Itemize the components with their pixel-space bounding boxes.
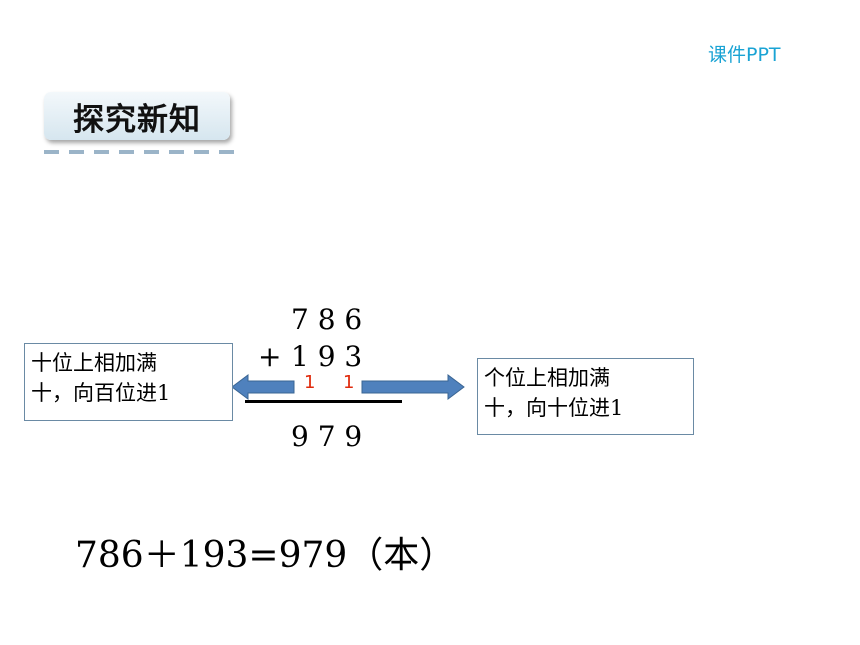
carry-hundreds: 1 [343,372,355,393]
left-explanation-box: 十位上相加满 十，向百位进1 [24,343,233,421]
addend-bottom: 1 9 3 [291,340,363,373]
addend-top: 7 8 6 [291,303,363,336]
equation-text: 786＋193=979（本） [75,535,456,576]
section-title-box: 探究新知 [44,92,230,140]
left-note-line1: 十位上相加满 [31,351,157,375]
sum-line [245,400,402,403]
right-explanation-box: 个位上相加满 十，向十位进1 [477,358,694,435]
right-arrow-icon [361,374,465,400]
watermark-text: 课件PPT [708,44,781,66]
carry-tens: 1 [304,372,316,393]
title-underline-dashes [44,150,236,154]
section-title: 探究新知 [73,101,201,138]
plus-sign: + [258,340,282,373]
right-note-line1: 个位上相加满 [484,366,610,390]
sum-result: 9 7 9 [291,420,363,453]
left-arrow-icon [231,374,295,400]
right-note-line2: 十，向十位进1 [484,396,624,420]
left-note-line2: 十，向百位进1 [31,381,171,405]
